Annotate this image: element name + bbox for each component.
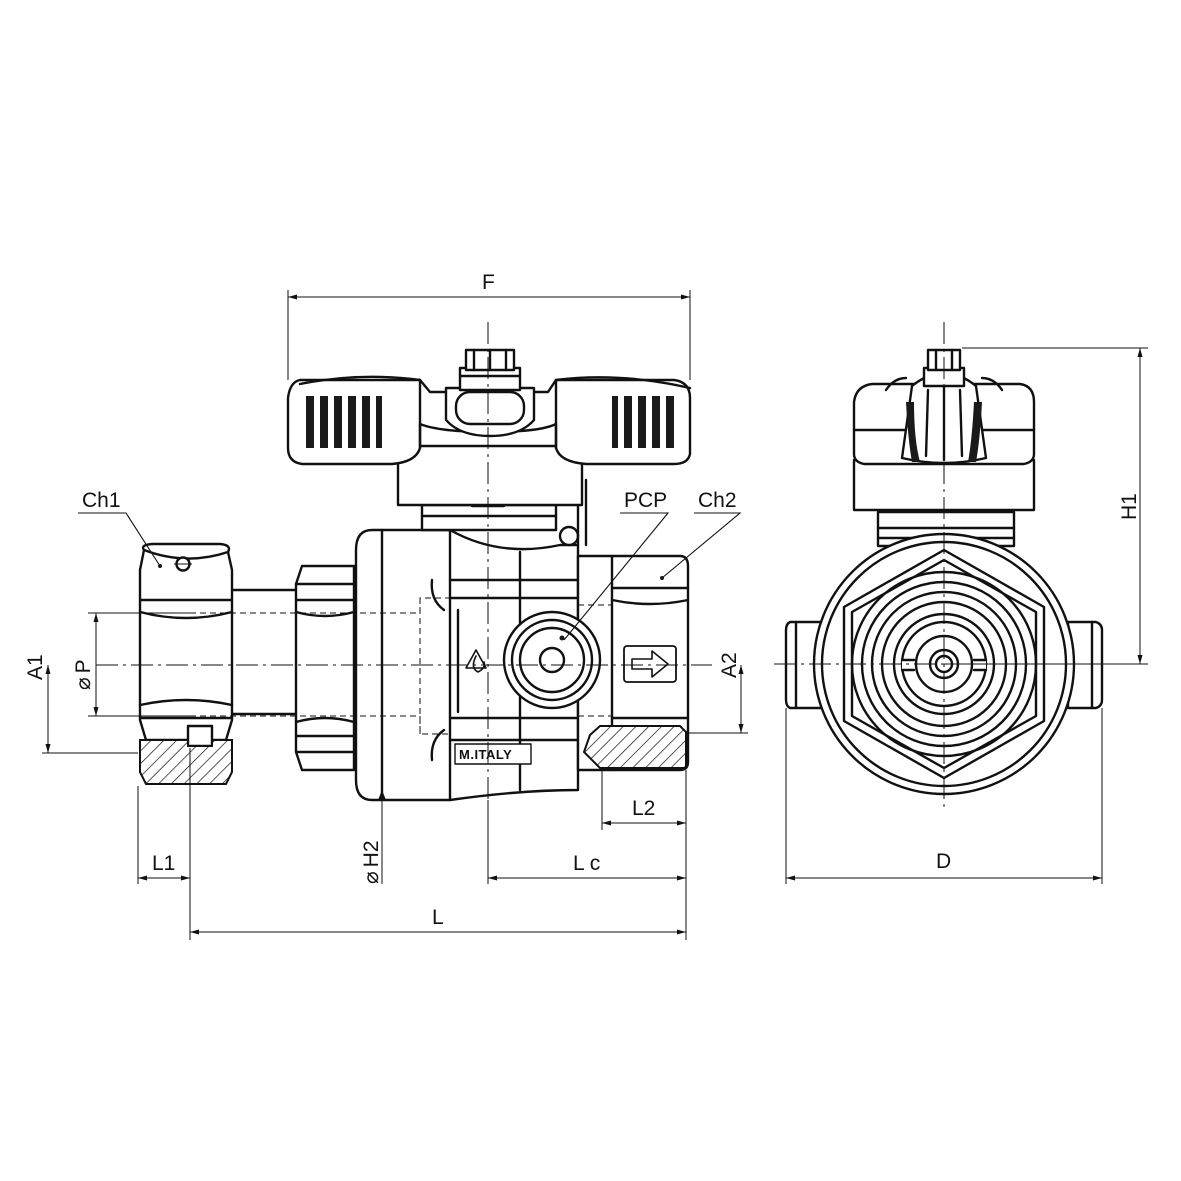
- leader-Ch1: [78, 512, 161, 567]
- label-L2: L2: [632, 797, 655, 820]
- label-PCP: PCP: [624, 489, 667, 512]
- section-hatch: [139, 739, 233, 785]
- body-left-hex: [294, 564, 356, 772]
- label-P-diameter: ⌀P: [72, 659, 95, 690]
- label-A1: A1: [24, 654, 47, 680]
- label-Ch2: Ch2: [698, 489, 737, 512]
- label-F: F: [482, 271, 495, 294]
- label-H2-diameter: ⌀H2: [360, 840, 383, 884]
- label-A2: A2: [718, 652, 741, 678]
- label-L1: L1: [152, 852, 175, 875]
- side-view: M.ITALY: [96, 322, 712, 810]
- flow-arrow-icon: [623, 645, 677, 683]
- handle-grip-right: [612, 396, 674, 448]
- dimensions: F H1 A1 ⌀P A2 ⌀H2 L1 L2: [24, 271, 1148, 940]
- union-pipe: [226, 588, 302, 716]
- label-L: L: [432, 906, 444, 929]
- leader-Ch2: [661, 512, 742, 579]
- pcp-test-point: [502, 610, 602, 710]
- front-handle: [852, 348, 1036, 512]
- recycle-drop-icon: [465, 649, 487, 673]
- label-D: D: [936, 850, 951, 873]
- label-H1: H1: [1118, 493, 1141, 520]
- front-side-stub-right: [1066, 620, 1104, 710]
- label-Ch1: Ch1: [82, 489, 121, 512]
- butterfly-handle: [286, 348, 692, 507]
- label-Lc: L c: [573, 852, 600, 875]
- union-nut-ch1: [138, 542, 234, 785]
- body-marking: M.ITALY: [459, 747, 512, 762]
- section-hatch-right: [582, 725, 687, 769]
- leader-PCP: [563, 512, 670, 641]
- handle-grip-left: [306, 396, 382, 448]
- front-view: [774, 322, 1114, 810]
